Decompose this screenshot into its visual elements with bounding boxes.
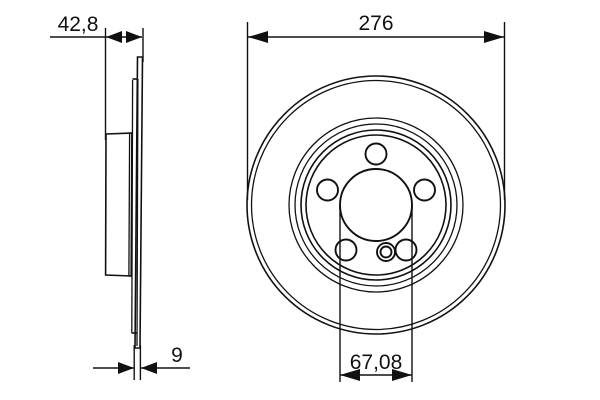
arrowhead-left-9 [118,362,134,374]
dimension-42-8: 42,8 [50,13,144,140]
arrowhead-right-9 [141,362,157,374]
hub-ring-middle [294,123,458,287]
arrowhead-left-276 [248,31,268,43]
side-hub-block [104,132,133,277]
disc-outer-edge [246,75,506,335]
hub-ring-outer [288,117,464,293]
bolt-hole-bottom-left [334,238,358,262]
dim-label-9: 9 [171,344,183,367]
side-hub-inner-line [128,133,131,276]
dimension-9: 9 [93,344,190,380]
arrowhead-right-276 [484,31,504,43]
hub-flange-ring [305,134,447,276]
dimension-276: 276 [246,12,506,200]
bolt-hole-left [316,178,339,202]
bolt-hole-bottom-right [394,238,418,262]
disc-outer-edge-inner [250,79,502,331]
front-face-view: 276 67,08 [246,12,506,382]
dim-label-67-08: 67,08 [350,351,403,374]
hub-ring-inner [300,129,452,281]
side-disc-inner-face [136,78,139,347]
threaded-hole-outer [376,242,396,262]
bolt-hole-right [413,178,436,202]
arrowhead-left-67-08 [340,369,360,381]
dimension-67-08: 67,08 [339,205,413,382]
bolt-hole-top [364,142,388,166]
dim-label-276: 276 [358,12,393,35]
arrowhead-left-42-8 [106,31,122,43]
threaded-hole-inner [379,245,393,259]
side-disc-outer-body [134,56,144,349]
arrowhead-right-42-8 [126,31,142,43]
center-bore [339,168,413,242]
dim-label-42-8: 42,8 [58,13,99,36]
arrowhead-right-67-08 [392,369,412,381]
side-section-view: 42,8 9 [50,13,190,380]
